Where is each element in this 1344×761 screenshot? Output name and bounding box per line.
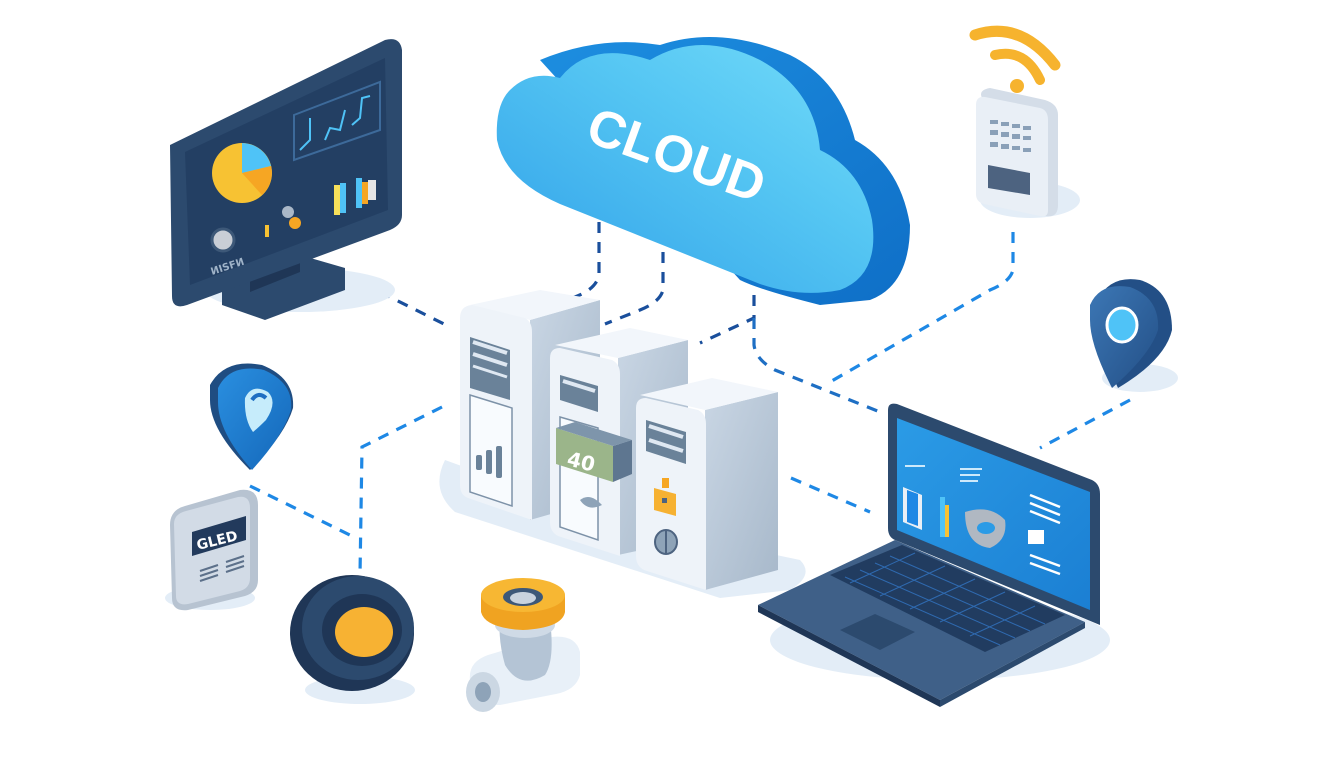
laptop-touchpad	[840, 614, 915, 650]
valve	[466, 578, 580, 712]
connector-cloud-server-3	[699, 295, 756, 345]
location-pin-left	[210, 363, 294, 470]
connector-router-laptop	[829, 232, 1015, 384]
round-button	[290, 575, 415, 704]
wifi-router	[969, 25, 1080, 218]
server-rack: 40	[439, 290, 806, 598]
router-keypad	[990, 120, 1031, 152]
server-3	[636, 378, 778, 590]
connector-cloud-server-2	[604, 252, 665, 326]
leaf-icon	[580, 496, 602, 508]
gled-sensor: GLED	[165, 489, 258, 611]
connector-cloud-server-1	[571, 222, 601, 300]
monitor-stand	[222, 255, 345, 320]
bar-chart-icon	[476, 446, 502, 478]
location-pin-right	[1090, 279, 1178, 392]
lock-icon	[654, 478, 676, 516]
connector-server-button	[358, 405, 443, 576]
pie-chart-icon	[654, 529, 678, 555]
laptop-screen-widgets	[903, 465, 1061, 576]
laptop	[758, 403, 1110, 707]
connector-server-laptop	[790, 476, 871, 514]
line-chart-widget	[293, 80, 381, 162]
dashboard-monitor: ИISFИ	[170, 39, 402, 320]
connector-monitor-server	[361, 281, 451, 329]
connector-pin-laptop	[1039, 398, 1131, 450]
keyboard-keys	[844, 552, 1046, 646]
connector-lines	[249, 222, 1131, 576]
router-display	[988, 165, 1030, 195]
pie-chart-widget	[212, 143, 272, 203]
connector-cloud-laptop	[752, 318, 881, 414]
monitor-screen	[185, 58, 388, 285]
gauge-widget	[210, 227, 236, 253]
cloud-face	[496, 45, 874, 293]
push-button-icon	[335, 607, 393, 657]
connector-pin-button	[249, 484, 357, 540]
bar-chart-widget	[334, 178, 376, 215]
laptop-keyboard	[830, 545, 1065, 652]
wifi-icon	[969, 25, 1061, 71]
cloud: CLOUD	[496, 37, 910, 305]
map-pin-icon	[1105, 306, 1139, 344]
